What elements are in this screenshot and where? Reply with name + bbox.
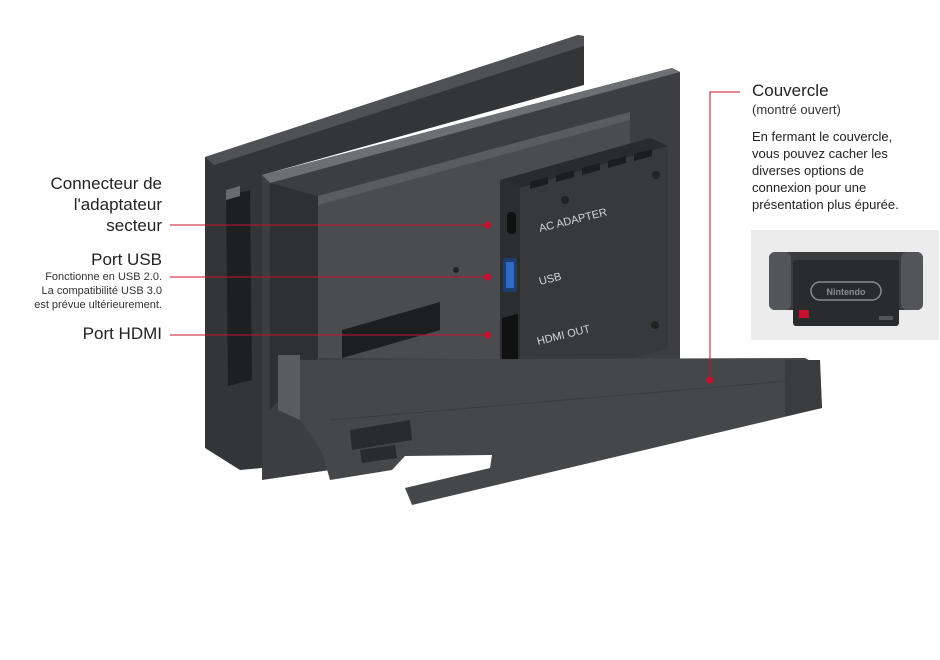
cover-callout: Couvercle (montré ouvert) En fermant le … [752,80,940,213]
port-module-vents [530,149,652,189]
usb-callout: Port USB Fonctionne en USB 2.0. La compa… [0,249,162,312]
dock-wall-opening [342,302,440,358]
dock-back-panel-top [205,35,584,165]
usb-title: Port USB [91,250,162,269]
usb-port-label: USB [538,271,563,288]
cover-leader-dot [706,376,714,384]
adapter-title-line: secteur [106,216,162,235]
port-module-top [500,138,668,188]
cover-title: Couvercle [752,81,829,100]
adapter-title-line: l'adaptateur [73,195,162,214]
dock-back-slot [226,190,252,386]
ac-port [507,212,516,234]
dock-frame-top [262,68,680,183]
cover-description: En fermant le couvercle, vous pouvez cac… [752,128,940,213]
cover-leader [709,91,740,380]
dock-cover [278,358,822,505]
adapter-callout: Connecteur de l'adaptateur secteur [0,173,162,236]
adapter-leader-dot [484,221,492,229]
port-module-face [520,146,668,390]
closed-dock-inset: Nintendo [751,230,939,340]
hdmi-port [502,314,518,366]
cover-subtitle: (montré ouvert) [752,102,841,117]
hdmi-title: Port HDMI [82,324,162,343]
usb-leader-dot [484,273,492,281]
cover-description-line: connexion pour une [752,180,867,195]
dock-back-panel [205,35,584,470]
hdmi-leader-dot [484,331,492,339]
adapter-title-line: Connecteur de [50,174,162,193]
closed-dock-illustration: Nintendo [769,252,923,326]
inset-logo: Nintendo [827,287,866,297]
cover-description-line: En fermant le couvercle, [752,129,893,144]
leader-lines [170,91,740,380]
usb-note-line: Fonctionne en USB 2.0. [45,271,162,283]
dock-cover-lip [278,355,300,420]
dock-cover-notch [350,420,412,450]
usb-note-line: La compatibilité USB 3.0 [41,285,162,297]
usb-note-line: est prévue ultérieurement. [34,299,162,311]
cover-description-line: vous pouvez cacher les [752,146,888,161]
cover-description-line: diverses options de [752,163,865,178]
cover-description-line: présentation plus épurée. [752,197,899,212]
hdmi-callout: Port HDMI [0,323,162,344]
